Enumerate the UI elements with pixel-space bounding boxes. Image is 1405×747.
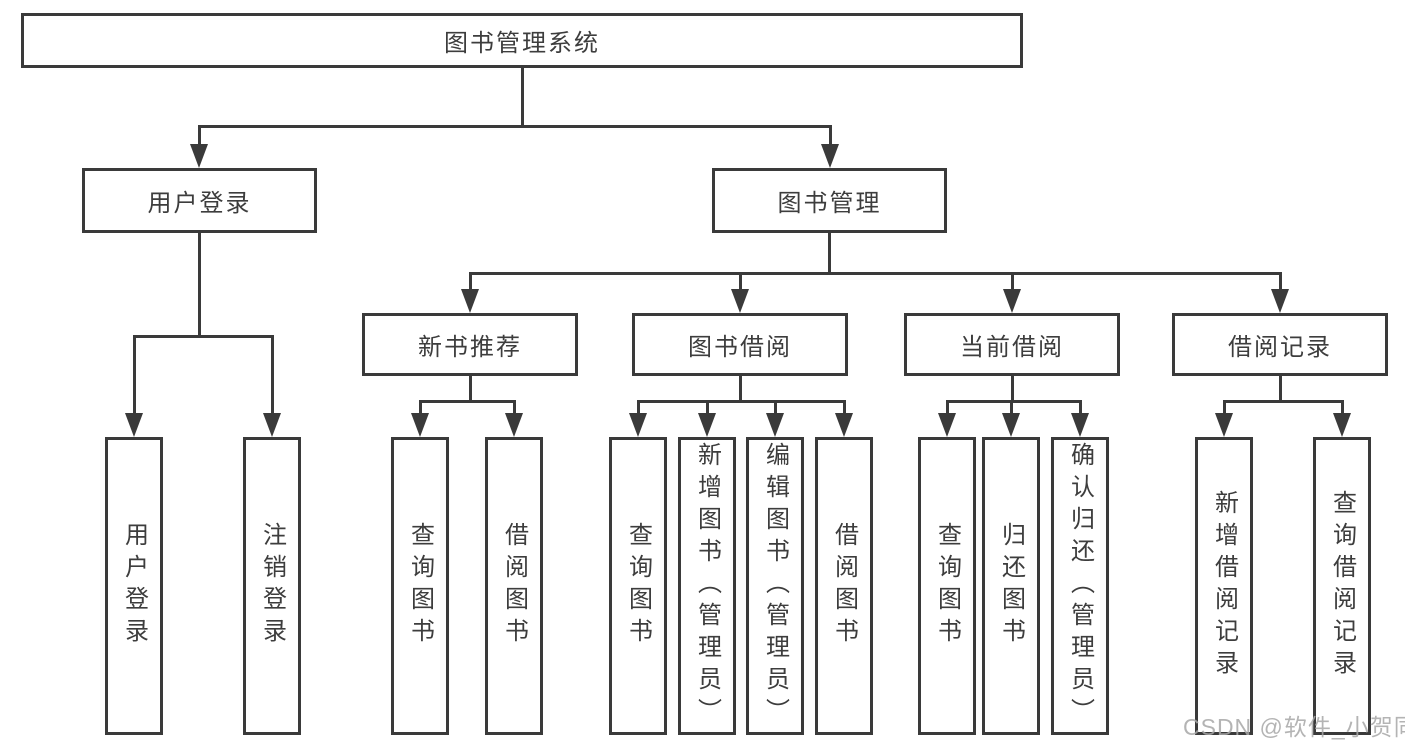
node-book-management: 图书管理 [712,168,947,233]
leaf-user-login: 用户登录 [105,437,163,735]
arrowhead-leaf [1002,413,1020,437]
leaf-query-books: 查询图书 [391,437,449,735]
arrowhead-leaf [698,413,716,437]
leaf-confirm-return-admin: 确认归还（管理员） [1051,437,1109,735]
arrowhead-login-leaf [125,413,143,437]
connector-leaf-drop [706,400,709,416]
connector-borrowing-records-group-stem [1279,376,1282,403]
connector-leaf-drop [1223,400,1226,416]
connector-level2-bar [198,125,832,128]
connector-leaf-drop [843,400,846,416]
arrowhead-leaf [505,413,523,437]
connector-borrowing-records-drop [1279,272,1282,292]
connector-leaf-drop [637,400,640,416]
leaf-edit-books-admin: 编辑图书（管理员） [746,437,804,735]
connector-book-borrowing-group-bar [637,400,845,403]
connector-leaf-drop [1010,400,1013,416]
connector-leaf-drop [513,400,516,416]
arrowhead-leaf [1071,413,1089,437]
connector-new-book-group-bar [419,400,516,403]
arrowhead-leaf [1333,413,1351,437]
connector-book-management-drop [829,125,832,147]
leaf-return-books: 归还图书 [982,437,1040,735]
arrowhead-leaf [766,413,784,437]
arrowhead-user-login [190,144,208,168]
arrowhead-leaf [938,413,956,437]
node-user-login: 用户登录 [82,168,317,233]
connector-leaf-drop [419,400,422,416]
connector-current-borrowing-drop [1011,272,1014,292]
csdn-watermark: CSDN @软件_小贺同学 [1183,714,1405,740]
node-book-borrowing: 图书借阅 [632,313,848,376]
connector-current-borrowing-group-stem [1011,376,1014,403]
node-library-management-system: 图书管理系统 [21,13,1023,68]
connector-borrowing-records-group-bar [1223,400,1343,403]
connector-level3-bar [469,272,1281,275]
connector-leaf-drop [946,400,949,416]
leaf-query-books: 查询图书 [609,437,667,735]
node-borrowing-records: 借阅记录 [1172,313,1388,376]
connector-leaf-drop [1341,400,1344,416]
arrowhead-leaf [835,413,853,437]
arrowhead-logout-leaf [263,413,281,437]
connector-book-borrowing-drop [739,272,742,292]
connector-root-stem [521,68,524,127]
connector-logout-leaf-drop [271,335,274,415]
node-new-book-recommend: 新书推荐 [362,313,578,376]
connector-new-book-group-stem [469,376,472,403]
arrowhead-borrowing-records [1271,289,1289,313]
connector-new-book-drop [469,272,472,292]
arrowhead-current-borrowing [1003,289,1021,313]
node-current-borrowing: 当前借阅 [904,313,1120,376]
connector-user-login-stem [198,233,201,337]
leaf-add-books-admin: 新增图书（管理员） [678,437,736,735]
leaf-add-borrow-record: 新增借阅记录 [1195,437,1253,735]
connector-book-borrowing-group-stem [739,376,742,403]
arrowhead-leaf [1215,413,1233,437]
connector-leaf-drop [1079,400,1082,416]
connector-leaf-drop [774,400,777,416]
arrowhead-leaf [411,413,429,437]
connector-user-login-drop [198,125,201,147]
arrowhead-new-book-recommend [461,289,479,313]
leaf-query-borrow-record: 查询借阅记录 [1313,437,1371,735]
leaf-logout: 注销登录 [243,437,301,735]
leaf-borrow-books: 借阅图书 [815,437,873,735]
connector-user-login-bar [133,335,274,338]
connector-book-management-stem [828,233,831,274]
leaf-query-books: 查询图书 [918,437,976,735]
connector-login-leaf-drop [133,335,136,415]
leaf-borrow-books: 借阅图书 [485,437,543,735]
connector-current-borrowing-group-bar [946,400,1081,403]
arrowhead-book-borrowing [731,289,749,313]
arrowhead-book-management [821,144,839,168]
arrowhead-leaf [629,413,647,437]
